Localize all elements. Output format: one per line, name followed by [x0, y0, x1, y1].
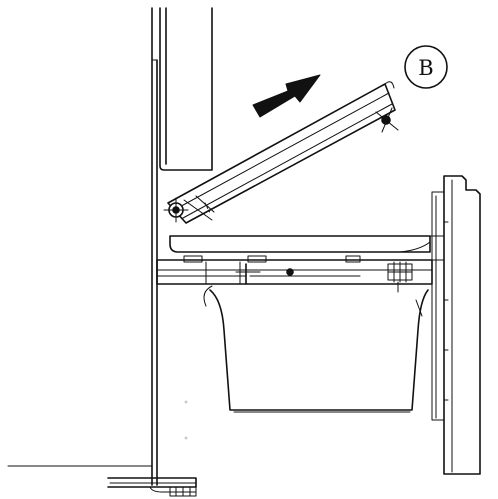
- arrow-up-right-icon: [252, 74, 321, 118]
- cabinet-base-foot: [7, 465, 197, 497]
- cabinet-side-wall: [151, 7, 158, 486]
- door-tick-marks: [443, 221, 449, 401]
- callout-label: B: [418, 56, 433, 80]
- hinge-pivot-icon: [375, 107, 399, 133]
- drawer-top-panel: [169, 235, 431, 253]
- upper-door-panel: [159, 7, 213, 171]
- drawer-front-door: [429, 175, 481, 475]
- crisper-bin: [184, 285, 429, 440]
- hinge-pivot-icon: [163, 197, 189, 223]
- rail-bracket: [387, 261, 413, 293]
- foot-hardware: [169, 486, 197, 497]
- callout-circle: [404, 45, 448, 89]
